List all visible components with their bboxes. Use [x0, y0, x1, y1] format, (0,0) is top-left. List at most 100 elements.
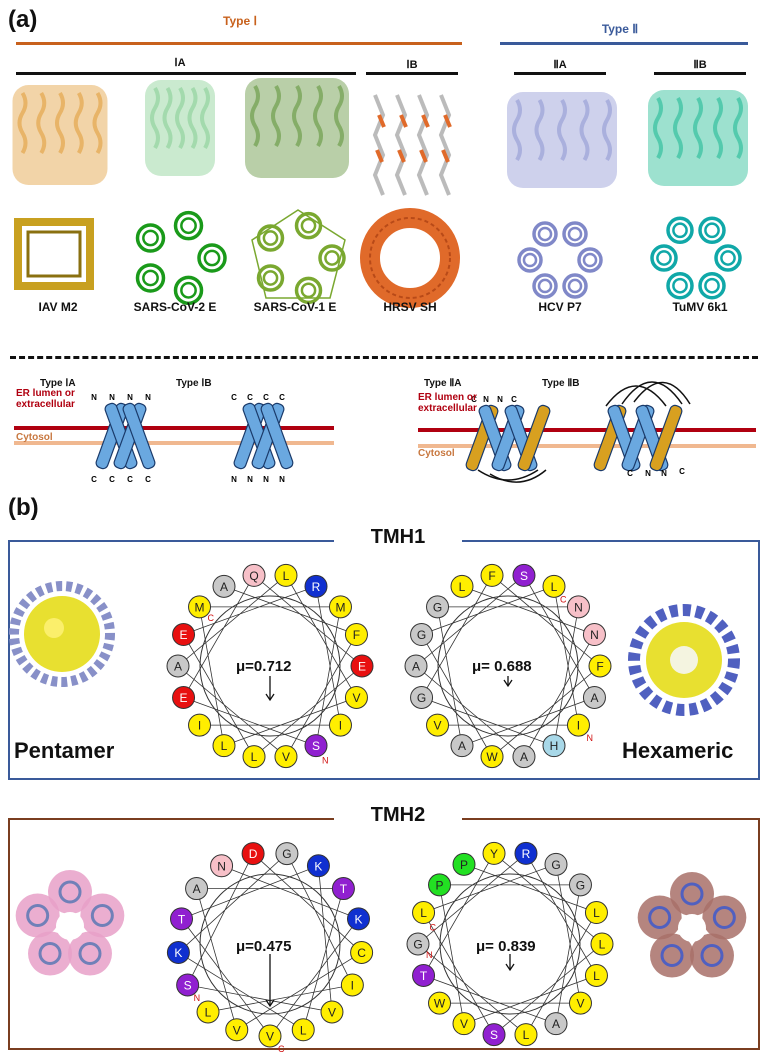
cytosol-label-left: Cytosol: [16, 432, 53, 443]
type-2a-c-terminus: C: [471, 395, 477, 404]
tmh2-wheel2-residue: [428, 991, 452, 1015]
type-1a-c-terminus: C: [91, 475, 97, 484]
tmh1-wheel2-residue-letter: F: [488, 569, 495, 583]
tmh1-wheel2-residue: [450, 734, 474, 758]
protein-name-sars-cov-2-e: SARS-CoV-2 E: [133, 300, 217, 314]
tmh2-wheel1-residue-letter: L: [205, 1005, 212, 1019]
tmh2-wheel1-residue: [306, 854, 330, 878]
tmh2-wheel2-residue: [584, 963, 608, 987]
tmh2-pentamer-structure: [15, 870, 125, 976]
tmh2-wheel1-residue: [350, 940, 374, 964]
sars-cov-1-e-top-view: [251, 209, 346, 305]
tmh2-wheel1-residue-letter: K: [354, 912, 362, 926]
tmh2-wheel2-residue-letter: L: [420, 906, 427, 920]
subtype-1b-label: ⅠB: [406, 59, 418, 71]
type2-bar: [500, 42, 748, 45]
pentamer-label: Pentamer: [14, 738, 115, 763]
tmh1-wheel2-residue: [426, 713, 450, 737]
hcv-p7-side-view: [507, 92, 617, 188]
tmh1-wheel1-residue: [344, 685, 368, 709]
tmh1-wheel1-residue: [304, 574, 328, 598]
er-lumen-label-left: ER lumen or extracellular: [16, 388, 75, 410]
tmh2-wheel1-residue-letter: L: [300, 1023, 307, 1037]
tmh1-wheel1-mu: μ=0.712: [236, 658, 292, 675]
topology-type-2b-label: Type ⅡB: [542, 378, 580, 389]
tmh1-wheel2-residue: [582, 685, 606, 709]
tmh2-wheel2-residue-letter: L: [593, 906, 600, 920]
tmh1-wheel1-residue: [344, 623, 368, 647]
tmh1-wheel2-residue-letter: V: [434, 719, 442, 733]
tmh2-wheel2-n-terminus: N: [426, 950, 433, 960]
tmh1-wheel1-residue-letter: M: [335, 600, 345, 614]
tmh1-wheel1-c-terminus: C: [208, 613, 215, 623]
type-1a-n-terminus: N: [91, 393, 97, 402]
hrsv-sh-side-view: [372, 94, 452, 196]
tmh1-wheel2-n-terminus: N: [586, 733, 593, 743]
tmh1-wheel2-residue-letter: W: [486, 750, 498, 764]
tmh1-wheel2-residue: [480, 563, 504, 587]
protein-name-tumv-6k1: TuMV 6k1: [672, 300, 728, 314]
type-1b-n-terminus: N: [279, 475, 285, 484]
type-1a-n-terminus: N: [145, 393, 151, 402]
type-1b-c-terminus: C: [279, 393, 285, 402]
type-1a-c-terminus: C: [145, 475, 151, 484]
type-2b-helix: [649, 404, 683, 472]
tmh1-wheel2-helix-lines: [415, 574, 601, 758]
tmh2-wheel2-residue: [482, 841, 506, 865]
tmh2-wheel2-residue: [544, 1012, 568, 1036]
tmh2-wheel1-c-terminus: C: [278, 1044, 285, 1054]
tmh1-wheel2-residue: [404, 654, 428, 678]
topology-type-2a-label: Type ⅡA: [424, 378, 462, 389]
tmh1-wheel2-residue-letter: L: [459, 580, 466, 594]
tmh2-wheel1-residue: [166, 940, 190, 964]
tmh2-wheel1-residue: [225, 1018, 249, 1042]
protein-name-hrsv-sh: HRSV SH: [383, 300, 437, 314]
panel-a-letter: (a): [8, 6, 38, 33]
tmh1-wheel2-residue-letter: H: [550, 739, 559, 753]
tmh2-wheel2-residue-letter: L: [523, 1028, 530, 1042]
tmh2-wheel2-residue: [406, 932, 430, 956]
tmh1-wheel1-residue-letter: R: [312, 580, 321, 594]
tmh2-wheel2-residue-letter: L: [593, 969, 600, 983]
type-1b-c-terminus: C: [231, 393, 237, 402]
tmh1-wheel1-residue-letter: L: [221, 739, 228, 753]
iav-m2-side-view: [12, 85, 108, 185]
protein-structures: [12, 78, 748, 308]
tmh1-wheel1-residue-letter: M: [195, 600, 205, 614]
tmh2-wheel2-residue: [412, 901, 436, 925]
tmh2-wheel2-residue: [428, 873, 452, 897]
type-2b-loop: [633, 381, 691, 405]
type-1a-c-terminus: C: [127, 475, 133, 484]
type-1a-c-terminus: C: [109, 475, 115, 484]
tmh1-wheel1-residue: [188, 595, 212, 619]
tmh1-wheel1-residue-letter: A: [174, 660, 182, 674]
tmh1-wheel2-residue: [512, 745, 536, 769]
tmh2-wheel1-residue: [331, 877, 355, 901]
tmh2-wheel1-residue: [275, 842, 299, 866]
tmh2-wheel1-residue-letter: I: [351, 979, 354, 993]
tmh2-wheel2-residue: [568, 873, 592, 897]
type-2b-c-terminus: C: [627, 469, 633, 478]
tmh2-wheel1-n-terminus: N: [194, 993, 201, 1003]
tmh1-wheel2-residue-letter: A: [520, 750, 528, 764]
tmh1-wheel1-residue: [242, 745, 266, 769]
tmh2-wheel2-residue-letter: G: [413, 938, 422, 952]
tmh2-wheel1-arrow-head: [265, 999, 275, 1008]
tmh2-wheel1-residue: [346, 907, 370, 931]
tmh1-wheel1-residue: [172, 685, 196, 709]
tmh2-wheel2-residue-letter: P: [436, 878, 444, 892]
type-1a-n-terminus: N: [109, 393, 115, 402]
tmh1-wheel2-residue: [566, 595, 590, 619]
type-2a-c-terminus: C: [511, 395, 517, 404]
iav-m2-top-view: [14, 218, 94, 290]
tmh2-wheel2-residue-letter: L: [599, 938, 606, 952]
tmh2-wheel2-residue: [482, 1023, 506, 1047]
tmh2-wheel1-residue-letter: V: [266, 1030, 274, 1044]
tmh1-wheel1-residue: [350, 654, 374, 678]
tmh2-wheel2-residue-letter: T: [420, 969, 428, 983]
tmh2-wheel2-inner-circle: [439, 873, 581, 1015]
tmh2-wheel1-residue-letter: T: [178, 912, 186, 926]
tmh2-wheel2-mu: μ= 0.839: [476, 938, 536, 955]
tmh1-wheel2-residue-letter: L: [551, 580, 558, 594]
